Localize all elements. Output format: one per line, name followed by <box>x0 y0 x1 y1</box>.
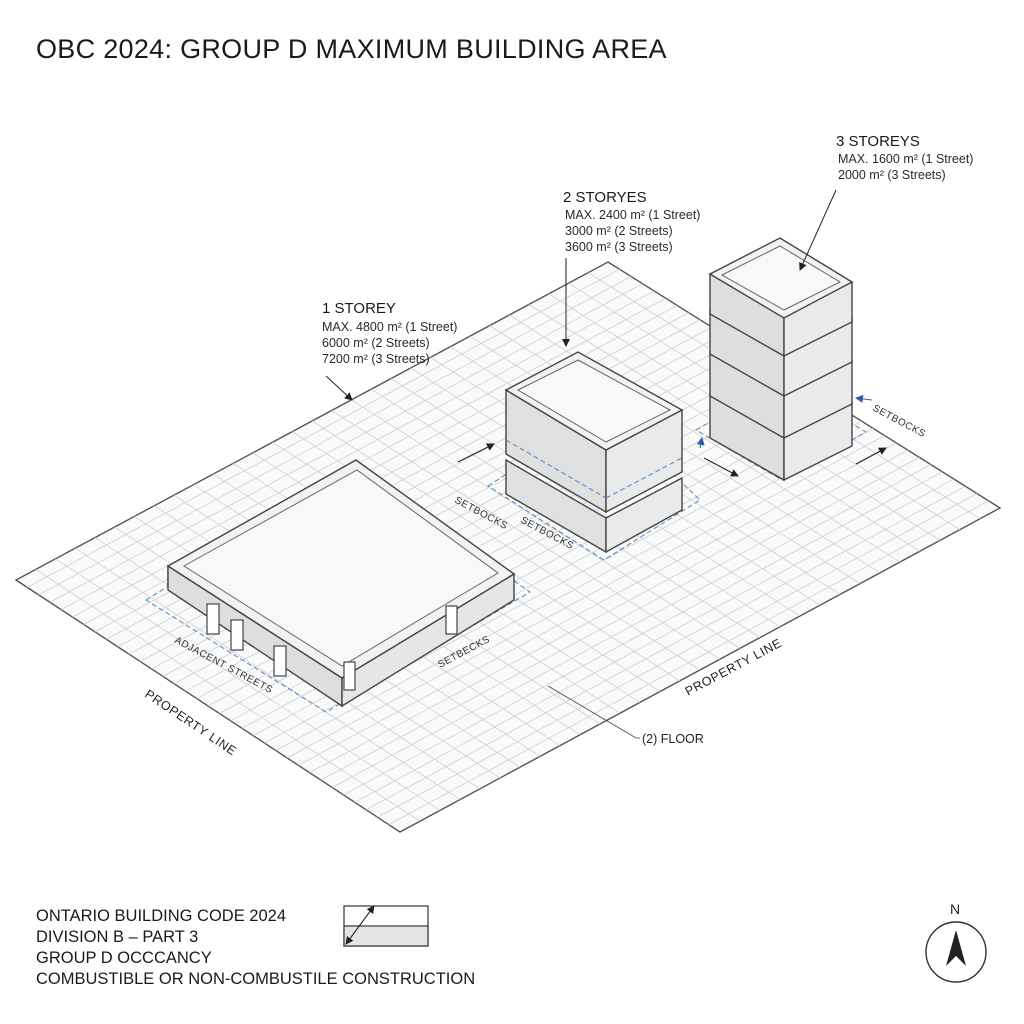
building-1-storey <box>145 459 531 713</box>
legend-line-1: ONTARIO BUILDING CODE 2024 <box>36 907 287 925</box>
building-1-heading: 1 STOREY <box>322 300 396 317</box>
door-3 <box>273 645 287 677</box>
legend-line-2: DIVISION B – PART 3 <box>36 928 199 946</box>
direction-arrows <box>457 394 887 477</box>
building-1-line-2: 6000 m² (2 Streets) <box>322 336 430 350</box>
label-building-2: 2 STORYES MAX. 2400 m² (1 Street) 3000 m… <box>563 189 700 254</box>
legend-line-3: GROUP D OCCCANCY <box>36 949 212 967</box>
floor-callout: (2) FLOOR <box>642 732 704 746</box>
grid-line <box>311 420 701 671</box>
door-5 <box>445 605 458 635</box>
grid-line <box>74 547 461 800</box>
building-3-heading: 3 STOREYS <box>836 133 920 150</box>
building-2-line-2: 3000 m² (2 Streets) <box>565 224 673 238</box>
page-title: OBC 2024: GROUP D MAXIMUM BUILDING AREA <box>36 34 667 64</box>
grid-line <box>55 558 441 811</box>
door-4 <box>343 661 356 691</box>
grid-line <box>35 569 421 822</box>
legend: ONTARIO BUILDING CODE 2024 DIVISION B – … <box>36 906 475 990</box>
grid-line <box>390 378 781 628</box>
legend-line-4: COMBUSTIBLE OR NON-COMBUSTILE CONSTRUCTI… <box>36 970 476 988</box>
door-1 <box>206 603 220 635</box>
legend-swatch <box>343 905 429 947</box>
label-building-1: 1 STOREY MAX. 4800 m² (1 Street) 6000 m²… <box>322 300 457 366</box>
north-arrow-icon <box>946 930 966 966</box>
building-3-storeys <box>694 237 868 482</box>
building-2-heading: 2 STORYES <box>563 189 647 206</box>
north-label: N <box>950 901 960 917</box>
grid-line <box>331 410 721 660</box>
roof-inner-3 <box>720 245 842 311</box>
floor-line-2 <box>505 439 607 499</box>
building-3-line-1: MAX. 1600 m² (1 Street) <box>838 152 973 166</box>
building-1-line-1: MAX. 4800 m² (1 Street) <box>322 320 457 334</box>
building-2-line-1: MAX. 2400 m² (1 Street) <box>565 208 700 222</box>
leaders <box>325 189 837 739</box>
roof-inner-1 <box>183 469 499 667</box>
floor-line-2b <box>605 457 683 499</box>
building-2-line-3: 3600 m² (3 Streets) <box>565 240 673 254</box>
building-3-line-2: 2000 m² (3 Streets) <box>838 168 946 182</box>
grid-line <box>351 399 741 649</box>
building-2-storeys <box>487 351 701 561</box>
door-2 <box>230 619 244 651</box>
label-building-3: 3 STOREYS MAX. 1600 m² (1 Street) 2000 m… <box>836 133 973 182</box>
north-arrow: N <box>925 901 987 983</box>
wall-right-2-lower <box>605 476 683 554</box>
building-1-line-3: 7200 m² (3 Streets) <box>322 352 430 366</box>
roof-inner-2 <box>516 359 672 443</box>
